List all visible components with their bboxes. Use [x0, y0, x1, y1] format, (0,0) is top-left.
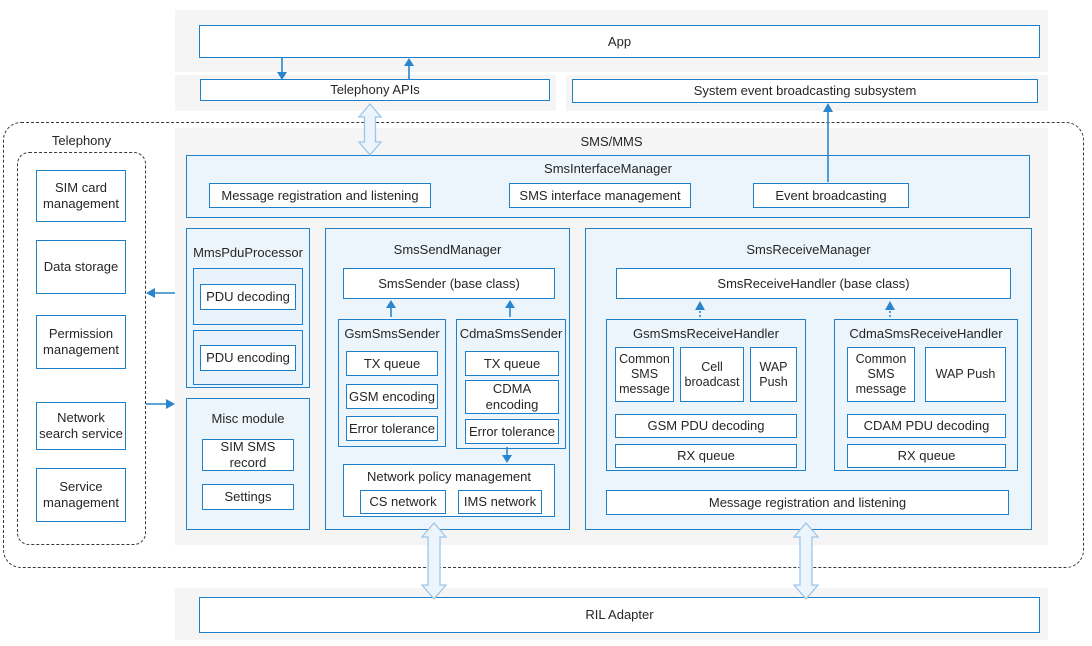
sms-interface-management-box: SMS interface management — [509, 183, 691, 208]
sms-send-manager-title: SmsSendManager — [393, 242, 502, 257]
cdma-sms-sender-title: CdmaSmsSender — [459, 326, 563, 341]
gsm-sms-sender-module: GsmSmsSender TX queue GSM encoding Error… — [338, 319, 446, 447]
cs-network-box: CS network — [360, 490, 446, 514]
misc-module: Misc module SIM SMS record Settings — [186, 398, 310, 530]
cdma-tx-queue-box: TX queue — [465, 351, 559, 376]
cdma-common-sms-message-box: Common SMS message — [847, 347, 915, 402]
event-broadcasting-label: Event broadcasting — [775, 187, 887, 203]
gsm-encoding-label: GSM encoding — [349, 388, 435, 404]
message-registration-listening-label: Message registration and listening — [221, 187, 419, 203]
cdam-pdu-decoding-box: CDAM PDU decoding — [847, 414, 1006, 438]
settings-label: Settings — [224, 489, 272, 505]
gsm-encoding-box: GSM encoding — [346, 384, 438, 409]
cdma-error-tolerance-box: Error tolerance — [465, 419, 559, 444]
telephony-item-service-management: Service management — [36, 468, 126, 522]
telephony-item-permission-management: Permission management — [36, 315, 126, 369]
receive-message-registration-listening-box: Message registration and listening — [606, 490, 1009, 515]
pdu-encoding-box: PDU encoding — [200, 344, 296, 371]
cell-broadcast-label: Cell broadcast — [684, 359, 740, 389]
telephony-group-label: Telephony — [51, 133, 112, 148]
ims-network-box: IMS network — [458, 490, 542, 514]
sms-mms-label: SMS/MMS — [580, 134, 643, 149]
receive-message-registration-listening-label: Message registration and listening — [708, 494, 907, 510]
cdam-pdu-decoding-label: CDAM PDU decoding — [863, 418, 990, 434]
cdma-wap-push-box: WAP Push — [925, 347, 1006, 402]
cdma-rx-queue-label: RX queue — [897, 448, 956, 464]
gsm-sms-receive-handler-title: GsmSmsReceiveHandler — [633, 326, 779, 341]
pdu-encoding-label: PDU encoding — [206, 349, 290, 365]
sim-card-management-label: SIM card management — [43, 180, 119, 211]
sms-sender-base-label: SmsSender (base class) — [378, 275, 520, 291]
sms-receive-manager-title: SmsReceiveManager — [746, 242, 871, 257]
sms-receive-handler-base-box: SmsReceiveHandler (base class) — [616, 268, 1011, 299]
cdma-tx-queue-label: TX queue — [483, 355, 541, 371]
cdma-sms-receive-handler-module: CdmaSmsReceiveHandler Common SMS message… — [834, 319, 1018, 471]
gsm-sms-receive-handler-module: GsmSmsReceiveHandler Common SMS message … — [606, 319, 806, 471]
cdma-encoding-label: CDMA encoding — [485, 381, 539, 412]
ril-adapter-label: RIL Adapter — [585, 607, 654, 623]
gsm-tx-queue-box: TX queue — [346, 351, 438, 376]
sim-sms-record-label: SIM SMS record — [220, 439, 276, 470]
gsm-pdu-decoding-label: GSM PDU decoding — [647, 418, 765, 434]
gsm-error-tolerance-box: Error tolerance — [346, 416, 438, 441]
gsm-rx-queue-box: RX queue — [615, 444, 797, 468]
system-event-broadcasting-box: System event broadcasting subsystem — [572, 79, 1038, 103]
service-management-label: Service management — [43, 479, 119, 510]
network-search-service-label: Network search service — [39, 410, 123, 441]
gsm-pdu-decoding-box: GSM PDU decoding — [615, 414, 797, 438]
misc-module-title: Misc module — [211, 411, 285, 426]
pdu-decoding-box: PDU decoding — [200, 283, 296, 310]
network-policy-management-box: Network policy management CS network IMS… — [343, 464, 555, 517]
network-policy-management-title: Network policy management — [366, 469, 532, 484]
permission-management-label: Permission management — [43, 326, 119, 357]
telephony-item-data-storage: Data storage — [36, 240, 126, 294]
telephony-apis-label: Telephony APIs — [330, 82, 420, 98]
gsm-common-sms-message-box: Common SMS message — [615, 347, 674, 402]
cdma-common-sms-message-label: Common SMS message — [855, 352, 907, 396]
settings-box: Settings — [202, 484, 294, 510]
gsm-common-sms-message-label: Common SMS message — [619, 352, 670, 396]
sms-receive-manager-module: SmsReceiveManager SmsReceiveHandler (bas… — [585, 228, 1032, 530]
telephony-item-network-search-service: Network search service — [36, 402, 126, 450]
telephony-item-sim-card-management: SIM card management — [36, 170, 126, 222]
telephony-apis-box: Telephony APIs — [200, 79, 550, 101]
sms-sender-base-box: SmsSender (base class) — [343, 268, 555, 299]
message-registration-listening-box: Message registration and listening — [209, 183, 431, 208]
cdma-encoding-box: CDMA encoding — [465, 380, 559, 414]
system-event-label: System event broadcasting subsystem — [693, 83, 917, 99]
cs-network-label: CS network — [369, 494, 437, 510]
cdma-sms-sender-module: CdmaSmsSender TX queue CDMA encoding Err… — [456, 319, 566, 449]
cdma-error-tolerance-label: Error tolerance — [469, 423, 555, 439]
pdu-decoding-label: PDU decoding — [206, 288, 290, 304]
gsm-tx-queue-label: TX queue — [363, 355, 421, 371]
gsm-sms-sender-title: GsmSmsSender — [344, 326, 440, 341]
sms-receive-handler-base-label: SmsReceiveHandler (base class) — [717, 275, 910, 291]
pdu-encoding-subbox: PDU encoding — [193, 330, 303, 385]
gsm-wap-push-box: WAP Push — [750, 347, 797, 402]
pdu-decoding-subbox: PDU decoding — [193, 268, 303, 325]
sms-interface-manager-module: SmsInterfaceManager Message registration… — [186, 155, 1030, 218]
event-broadcasting-box: Event broadcasting — [753, 183, 909, 208]
data-storage-label: Data storage — [43, 259, 119, 275]
app-label: App — [607, 33, 632, 49]
cdma-wap-push-label: WAP Push — [935, 367, 996, 381]
gsm-error-tolerance-label: Error tolerance — [349, 420, 435, 436]
ril-adapter-box: RIL Adapter — [199, 597, 1040, 633]
telephony-subsystem-dashed-container — [3, 122, 1084, 568]
telephony-group-dashed-box — [17, 152, 146, 545]
ims-network-label: IMS network — [463, 494, 537, 510]
sms-send-manager-module: SmsSendManager SmsSender (base class) Gs… — [325, 228, 570, 530]
mms-pdu-processor-module: MmsPduProcessor PDU decoding PDU encodin… — [186, 228, 310, 388]
mms-pdu-processor-title: MmsPduProcessor — [193, 245, 303, 260]
cell-broadcast-box: Cell broadcast — [680, 347, 744, 402]
sms-interface-manager-title: SmsInterfaceManager — [544, 161, 672, 176]
gsm-wap-push-label: WAP Push — [759, 359, 788, 389]
cdma-rx-queue-box: RX queue — [847, 444, 1006, 468]
app-box: App — [199, 25, 1040, 58]
sms-interface-management-label: SMS interface management — [519, 187, 681, 203]
sim-sms-record-box: SIM SMS record — [202, 439, 294, 471]
cdma-sms-receive-handler-title: CdmaSmsReceiveHandler — [849, 326, 1003, 341]
gsm-rx-queue-label: RX queue — [677, 448, 735, 464]
